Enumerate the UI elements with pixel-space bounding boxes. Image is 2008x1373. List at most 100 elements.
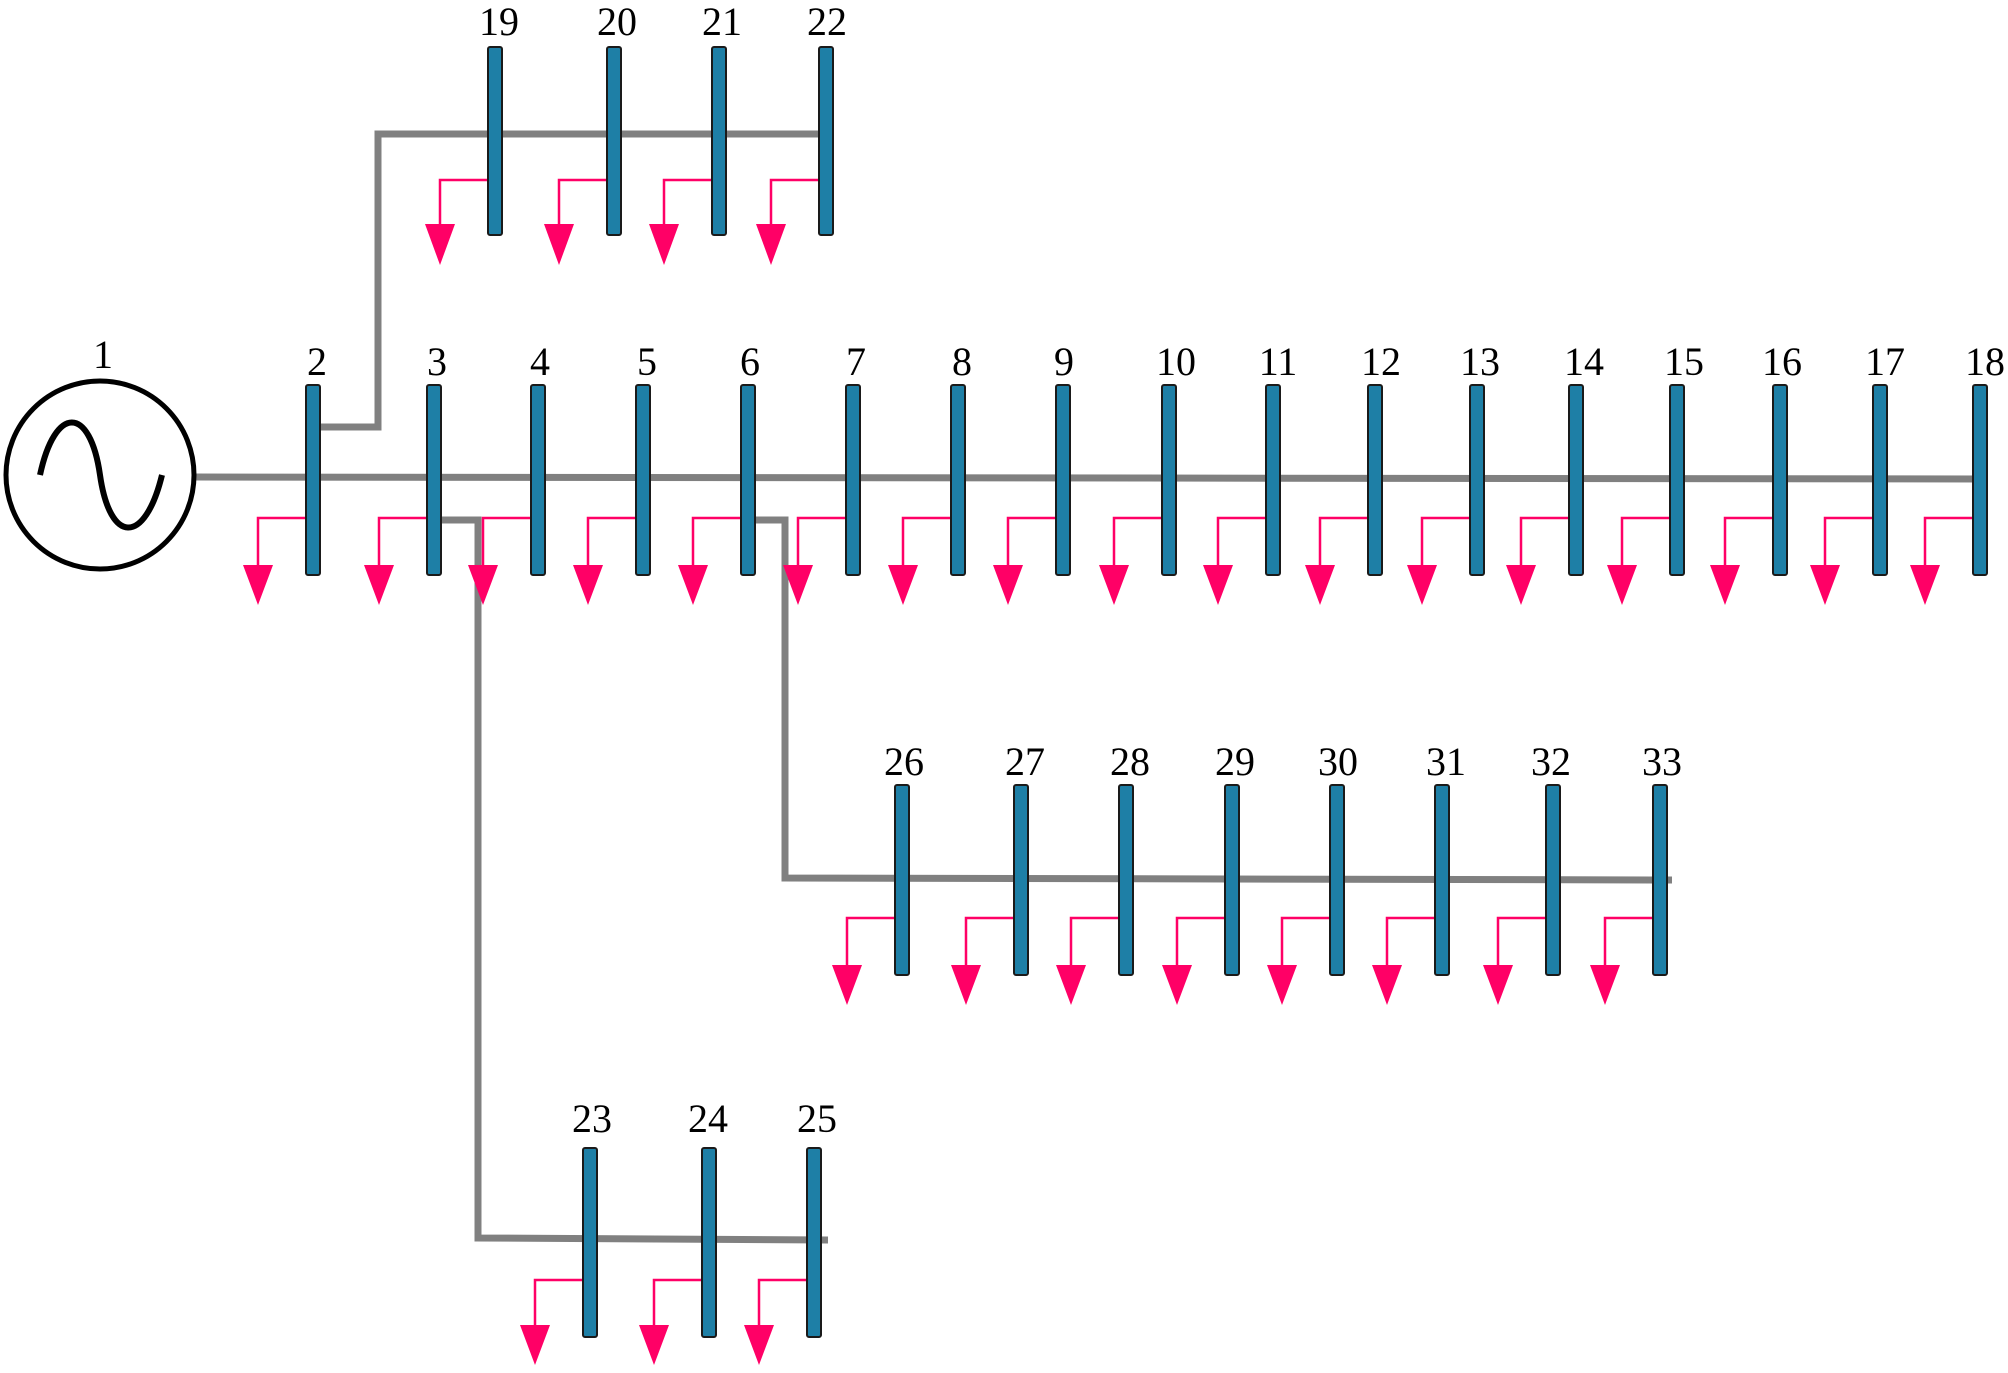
load-layer	[243, 178, 1980, 1365]
load-27-wire	[964, 916, 1021, 965]
load-26-wire	[845, 916, 902, 965]
bus-22-label: 22	[807, 0, 847, 44]
load-arrow-icon	[993, 565, 1023, 605]
load-4-wire	[481, 516, 538, 565]
generator-layer: 1	[3, 332, 197, 572]
bus-layer	[305, 46, 1988, 1338]
load-6-wire	[691, 516, 748, 565]
bus-7-label: 7	[846, 339, 866, 384]
load-arrow-icon	[1710, 565, 1740, 605]
bus-11-bar	[1265, 384, 1281, 576]
bus-10-label: 10	[1156, 339, 1196, 384]
load-arrow-icon	[364, 565, 394, 605]
bus-29-label: 29	[1215, 739, 1255, 784]
bus-21-label: 21	[702, 0, 742, 44]
bus-30-label: 30	[1318, 739, 1358, 784]
load-2-wire	[256, 516, 313, 565]
load-arrow-icon	[573, 565, 603, 605]
feeder-line-3-23	[434, 516, 829, 1244]
load-20-wire	[557, 178, 614, 224]
bus-18-bar	[1972, 384, 1988, 576]
bus-33-bar	[1652, 784, 1668, 976]
bus-2-label: 2	[307, 339, 327, 384]
bus-6-bar	[740, 384, 756, 576]
load-arrow-icon	[520, 1325, 550, 1365]
main-feeder-line	[193, 473, 1986, 483]
load-arrow-icon	[756, 224, 786, 265]
bus-23-bar	[582, 1147, 598, 1338]
bus-22-bar	[818, 46, 834, 236]
bus-16-label: 16	[1762, 339, 1802, 384]
load-15-wire	[1620, 516, 1677, 565]
bus-9-bar	[1055, 384, 1071, 576]
bus-31-bar	[1434, 784, 1450, 976]
load-arrow-icon	[649, 224, 679, 265]
bus-32-bar	[1545, 784, 1561, 976]
load-arrow-icon	[1162, 965, 1192, 1005]
generator-label: 1	[93, 332, 113, 377]
bus-10-bar	[1161, 384, 1177, 576]
bus-25-bar	[806, 1147, 822, 1338]
bus-27-label: 27	[1005, 739, 1045, 784]
bus-26-bar	[894, 784, 910, 976]
bus-24-bar	[701, 1147, 717, 1338]
load-31-wire	[1385, 916, 1442, 965]
load-14-wire	[1519, 516, 1576, 565]
load-arrow-icon	[544, 224, 574, 265]
bus-16-bar	[1772, 384, 1788, 576]
load-arrow-icon	[1407, 565, 1437, 605]
line-layer	[193, 130, 1986, 1244]
load-24-wire	[652, 1278, 709, 1325]
bus-6-label: 6	[740, 339, 760, 384]
load-10-wire	[1112, 516, 1169, 565]
load-29-wire	[1175, 916, 1232, 965]
bus-2-bar	[305, 384, 321, 576]
load-arrow-icon	[1590, 965, 1620, 1005]
bus-27-bar	[1013, 784, 1029, 976]
load-arrow-icon	[1810, 565, 1840, 605]
load-arrow-icon	[468, 565, 498, 605]
load-18-wire	[1923, 516, 1980, 565]
bus-3-bar	[426, 384, 442, 576]
load-arrow-icon	[832, 965, 862, 1005]
load-5-wire	[586, 516, 643, 565]
load-arrow-icon	[888, 565, 918, 605]
load-23-wire	[533, 1278, 590, 1325]
load-8-wire	[901, 516, 958, 565]
bus-32-label: 32	[1531, 739, 1571, 784]
load-arrow-icon	[678, 565, 708, 605]
bus-17-label: 17	[1865, 339, 1905, 384]
feeder-line-2-19	[313, 130, 830, 431]
bus-25-label: 25	[797, 1096, 837, 1141]
bus-8-label: 8	[952, 339, 972, 384]
bus-20-label: 20	[597, 0, 637, 44]
bus-14-label: 14	[1564, 339, 1604, 384]
bus-12-label: 12	[1361, 339, 1401, 384]
bus-14-bar	[1568, 384, 1584, 576]
bus-12-bar	[1367, 384, 1383, 576]
bus-7-bar	[845, 384, 861, 576]
bus-5-bar	[635, 384, 651, 576]
bus-15-bar	[1669, 384, 1685, 576]
load-arrow-icon	[1099, 565, 1129, 605]
load-arrow-icon	[639, 1325, 669, 1365]
load-arrow-icon	[783, 565, 813, 605]
load-arrow-icon	[951, 965, 981, 1005]
bus-18-label: 18	[1965, 339, 2005, 384]
load-12-wire	[1318, 516, 1375, 565]
sine-wave-icon	[37, 419, 165, 531]
load-22-wire	[769, 178, 826, 224]
bus-33-label: 33	[1642, 739, 1682, 784]
load-19-wire	[438, 178, 495, 224]
bus-4-label: 4	[530, 339, 550, 384]
load-25-wire	[757, 1278, 814, 1325]
load-9-wire	[1006, 516, 1063, 565]
bus-29-bar	[1224, 784, 1240, 976]
load-arrow-icon	[1372, 965, 1402, 1005]
load-30-wire	[1280, 916, 1337, 965]
load-16-wire	[1723, 516, 1780, 565]
bus-23-label: 23	[572, 1096, 612, 1141]
bus-24-label: 24	[688, 1096, 728, 1141]
load-arrow-icon	[1607, 565, 1637, 605]
bus-26-label: 26	[884, 739, 924, 784]
